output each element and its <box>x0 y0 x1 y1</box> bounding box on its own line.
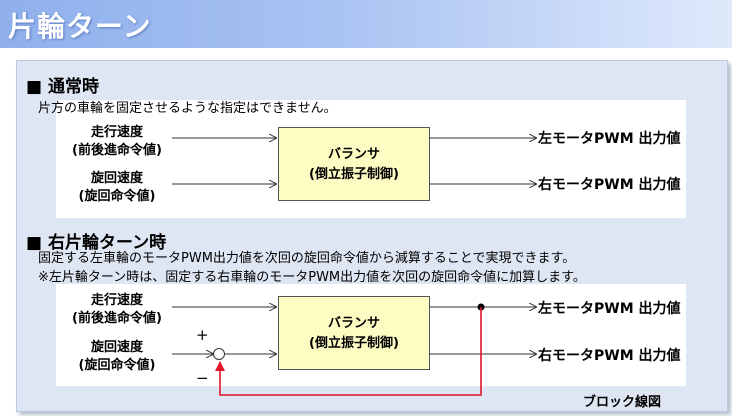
section-normal-description: 片方の車輪を固定させるような指定はできません。 <box>38 101 337 116</box>
section-normal-heading: ■ 通常時 <box>26 77 99 97</box>
feedback-path <box>215 307 482 396</box>
input-turn-sub-text-2: (旋回命令値) <box>78 358 156 373</box>
section-right-turn-description: 固定する左車輪のモータPWM出力値を次回の旋回命令値から減算することで実現できま… <box>38 251 576 266</box>
balancer-block-label-2: バランサ (倒立振子制御) <box>279 314 429 354</box>
input-speed-sub-text: (前後進命令値) <box>72 143 162 158</box>
balancer-name: バランサ <box>327 147 380 162</box>
balancer-name-2: バランサ <box>327 316 380 331</box>
balancer-sub: (倒立振子制御) <box>309 167 399 182</box>
input-speed-text: 走行速度 <box>90 125 143 140</box>
output-left-motor-label: 左モータPWM 出力値 <box>538 131 681 147</box>
balancer-block-label: バランサ (倒立振子制御) <box>279 145 429 185</box>
section-right-turn-note: ※左片輪ターン時は、固定する右車輪のモータPWM出力値を次回の旋回命令値に加算し… <box>38 270 586 285</box>
input-turn-label: 旋回速度 (旋回命令値) <box>62 170 172 206</box>
title-bar: 片輪ターン <box>0 0 732 48</box>
balancer-block-2: バランサ (倒立振子制御) <box>278 296 430 370</box>
output-left-motor-label-2: 左モータPWM 出力値 <box>538 301 681 317</box>
input-speed-text-2: 走行速度 <box>90 293 143 308</box>
page-title: 片輪ターン <box>8 10 152 43</box>
summing-plus-sign: + <box>196 326 209 344</box>
summing-minus-sign: − <box>196 369 209 387</box>
input-turn-text: 旋回速度 <box>90 171 143 186</box>
balancer-sub-2: (倒立振子制御) <box>309 336 399 351</box>
section-right-turn-heading: ■ 右片輪ターン時 <box>26 233 167 253</box>
input-speed-label-2: 走行速度 (前後進命令値) <box>62 292 172 328</box>
input-speed-label: 走行速度 (前後進命令値) <box>62 124 172 160</box>
input-turn-sub-text: (旋回命令値) <box>78 189 156 204</box>
input-turn-label-2: 旋回速度 (旋回命令値) <box>62 339 172 375</box>
output-right-motor-label: 右モータPWM 出力値 <box>538 177 681 193</box>
diagram-caption: ブロック線図 <box>583 395 662 410</box>
input-turn-text-2: 旋回速度 <box>90 340 143 355</box>
output-right-motor-label-2: 右モータPWM 出力値 <box>538 348 681 364</box>
input-speed-sub-text-2: (前後進命令値) <box>72 311 162 326</box>
summing-junction <box>213 348 225 360</box>
balancer-block: バランサ (倒立振子制御) <box>278 127 430 201</box>
